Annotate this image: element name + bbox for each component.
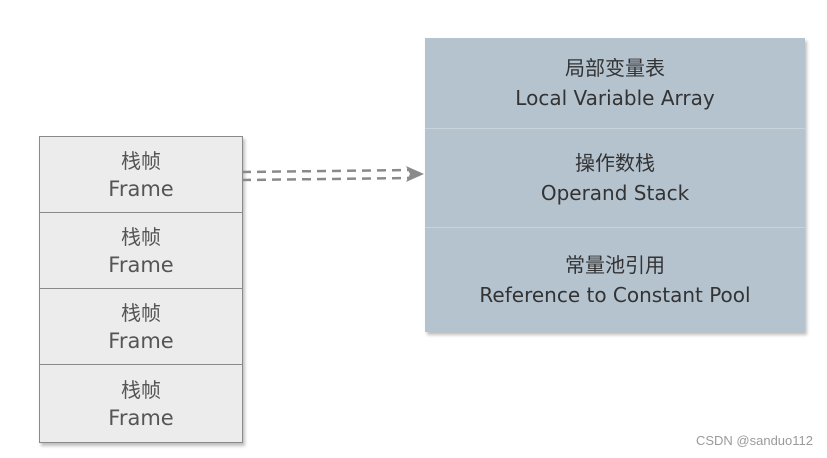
constant-pool-reference-section: 常量池引用 Reference to Constant Pool [425,228,805,332]
section-label-cn: 常量池引用 [565,253,665,277]
stack-frame: 栈帧 Frame [40,213,242,289]
section-label-cn: 局部变量表 [565,56,665,80]
dashed-arrow-icon [241,166,424,182]
stack-frame: 栈帧 Frame [40,289,242,365]
frame-label-en: Frame [108,328,174,353]
frame-label-cn: 栈帧 [121,148,161,173]
frame-label-cn: 栈帧 [121,377,161,402]
section-label-en: Operand Stack [540,181,690,205]
frame-label-en: Frame [108,252,174,277]
watermark: CSDN @sanduo112 [695,433,813,448]
section-label-cn: 操作数栈 [575,151,655,175]
section-label-en: Local Variable Array [515,86,715,110]
stack-frame: 栈帧 Frame [40,365,242,442]
frame-stack: 栈帧 Frame 栈帧 Frame 栈帧 Frame 栈帧 Frame [39,136,243,443]
frame-label-en: Frame [108,405,174,430]
local-variable-array-section: 局部变量表 Local Variable Array [425,38,805,129]
frame-label-cn: 栈帧 [121,224,161,249]
section-label-en: Reference to Constant Pool [479,283,751,307]
frame-detail-panel: 局部变量表 Local Variable Array 操作数栈 Operand … [425,38,805,332]
frame-label-en: Frame [108,176,174,201]
stack-frame: 栈帧 Frame [40,137,242,213]
frame-label-cn: 栈帧 [121,300,161,325]
operand-stack-section: 操作数栈 Operand Stack [425,129,805,228]
